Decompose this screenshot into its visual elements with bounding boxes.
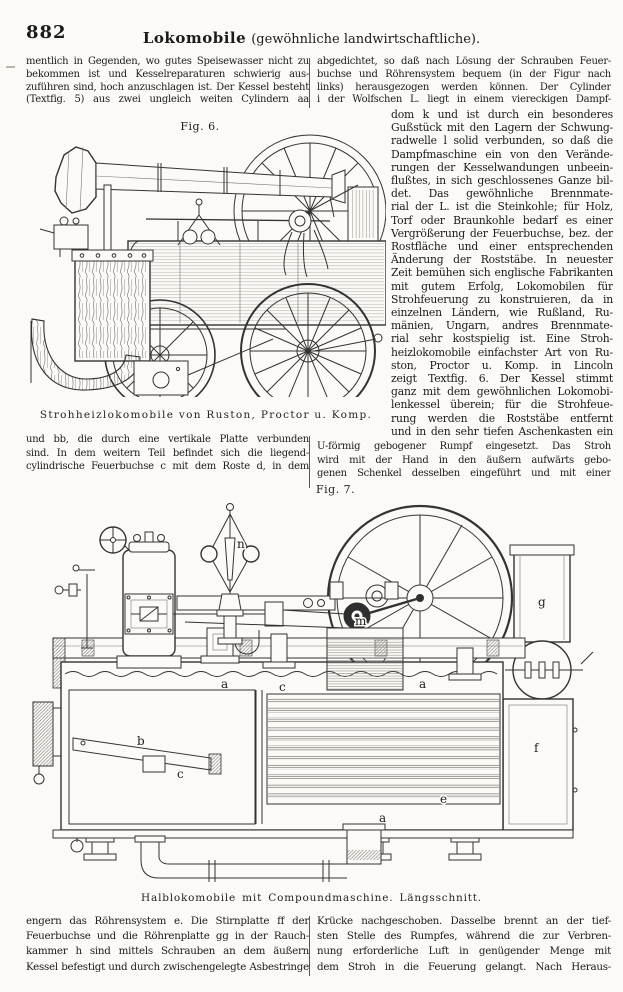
part-label-c: c xyxy=(177,767,184,781)
page-number: 882 xyxy=(26,22,67,43)
crank-and-governor xyxy=(283,184,359,278)
valve-chest xyxy=(124,593,174,635)
paragraph-mid-left: und bb, die durch eine vertikale Platte … xyxy=(26,434,309,472)
part-label-n: n xyxy=(237,537,245,551)
crosshead-guide xyxy=(173,595,348,655)
handwheel xyxy=(99,526,132,554)
paragraph-right-narrow: dom k und ist durch ein besonderes Gußst… xyxy=(391,108,613,438)
spark-chamber xyxy=(505,640,594,700)
part-label-b: b xyxy=(137,734,145,748)
base-plate xyxy=(52,829,574,839)
governor xyxy=(200,503,260,645)
column-rule xyxy=(309,58,310,108)
bearing-stands xyxy=(262,633,482,681)
rear-wheel xyxy=(240,283,383,397)
column-rule xyxy=(309,436,310,488)
paragraph-mid-right: U-förmig gebogener Rumpf eingesetzt. Das… xyxy=(317,441,611,479)
ashpan-door xyxy=(133,360,189,396)
water-gauge xyxy=(54,564,95,649)
paragraph-top-left: mentlich in Gegenden, wo gutes Speisewas… xyxy=(26,56,309,106)
figure-7-engraving: n g m a a a b c c e f xyxy=(25,498,600,883)
part-label-f: f xyxy=(534,741,540,755)
figure-7-caption: Halblokomobile mit Compoundmaschine. Län… xyxy=(141,892,482,904)
figure-7-label: Fig. 7. xyxy=(316,483,356,496)
figure-6-engraving xyxy=(28,133,386,397)
paragraph-bottom-right: Krücke nachgeschoben. Dasselbe brennt an… xyxy=(317,915,611,973)
running-title-annex: (gewöhnliche landwirtschaftliche). xyxy=(251,32,481,47)
safety-valves xyxy=(177,198,221,246)
column-rule xyxy=(309,916,310,976)
firebox-door xyxy=(32,701,61,785)
crank-disc xyxy=(329,581,399,630)
fire-tube-bundle xyxy=(266,693,501,805)
support-feet xyxy=(70,837,482,861)
part-label-m: m xyxy=(355,614,367,628)
crank-pedestal xyxy=(326,627,404,691)
paragraph-top-right: abgedichtet, so daß nach Lösung der Schr… xyxy=(317,56,611,106)
figure-6-svg xyxy=(30,134,386,397)
straw-firebox xyxy=(71,249,154,362)
part-label-a: a xyxy=(221,677,228,691)
part-label-e: e xyxy=(440,792,447,806)
part-labels: n g m a a a b c c e f xyxy=(136,536,548,827)
part-label-a: a xyxy=(379,811,386,825)
chimney xyxy=(509,544,575,643)
straw-feed-trough xyxy=(30,318,141,391)
part-label-g: g xyxy=(538,595,546,609)
chimney-laid-down xyxy=(54,146,346,218)
bottom-u-pipe xyxy=(134,823,386,882)
running-title: Lokomobile (gewöhnliche landwirtschaftli… xyxy=(0,28,623,47)
figure-6-label: Fig. 6. xyxy=(180,120,220,133)
left-valve-cluster xyxy=(39,216,89,257)
smoke-chamber xyxy=(502,698,578,831)
chimney-support-post xyxy=(103,184,112,256)
part-label-c: c xyxy=(279,680,286,694)
smokebox-block xyxy=(347,186,379,242)
paragraph-bottom-left: engern das Röhrensystem e. Die Stirnplat… xyxy=(26,915,309,973)
firebox xyxy=(68,689,263,825)
figure-7-svg: n g m a a a b c c e f xyxy=(32,503,594,882)
part-label-a: a xyxy=(419,677,426,691)
running-title-keyword: Lokomobile xyxy=(142,29,247,47)
scan-artifact xyxy=(6,66,15,68)
boiler-barrel xyxy=(124,240,386,326)
figure-6-caption: Strohheizlokomobile von Ruston, Proctor … xyxy=(39,409,373,421)
